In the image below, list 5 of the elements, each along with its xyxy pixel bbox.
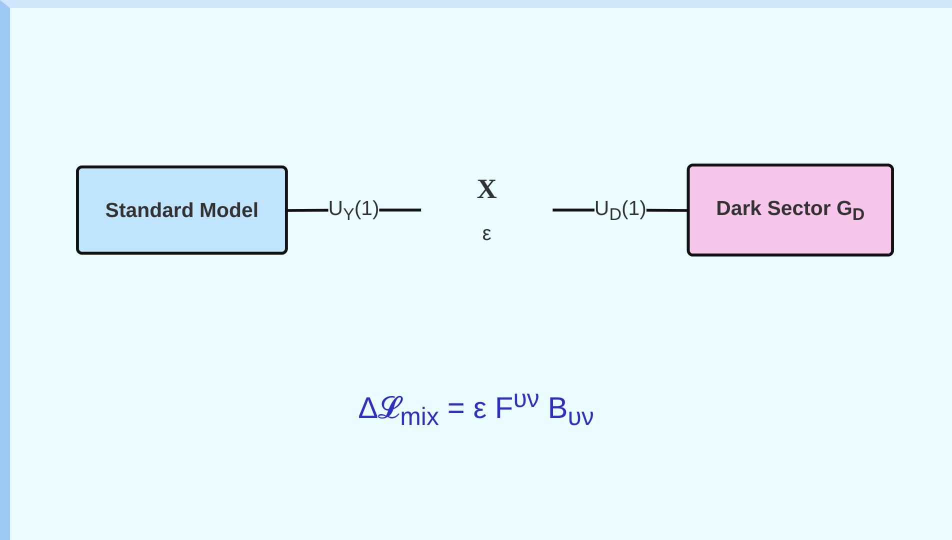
mixing-formula: Δ𝓛$_{mix}$ = ε F$^{υν}$ B$_{υν}$ — [357, 385, 595, 432]
edge-label: U$_{Y}$(1) — [328, 196, 380, 224]
node-label: ε — [482, 221, 492, 244]
edge-label: U$_{D}$(1) — [594, 196, 646, 224]
node-text: X — [476, 174, 497, 204]
